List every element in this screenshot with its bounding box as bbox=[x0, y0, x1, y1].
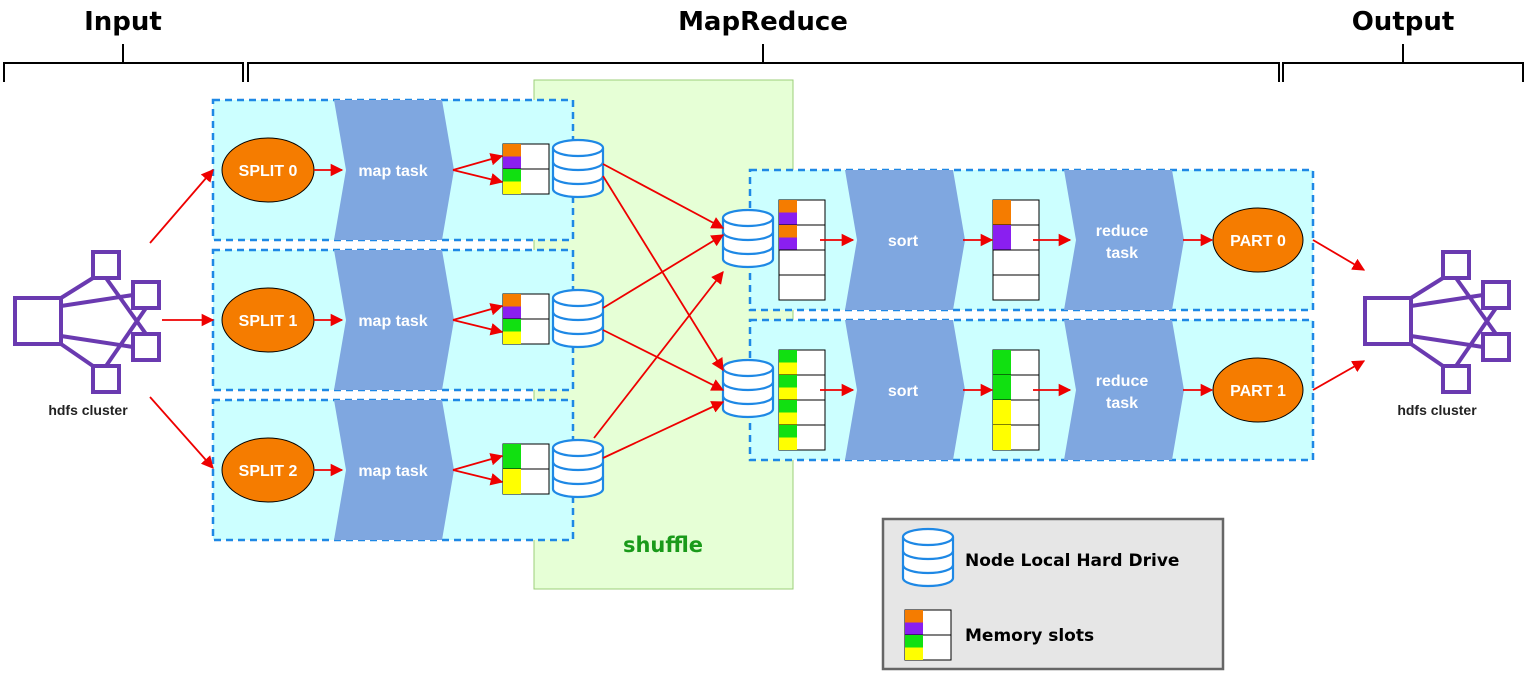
flow-arrow bbox=[452, 169, 504, 186]
map-memory-slots-0 bbox=[502, 143, 550, 195]
map-drive-2 bbox=[551, 438, 605, 499]
reduce-input-slots-0 bbox=[778, 199, 826, 301]
flow-arrows bbox=[149, 153, 1366, 486]
flow-arrow bbox=[602, 163, 725, 229]
flow-arrow bbox=[149, 396, 214, 469]
legend-memory-icon bbox=[904, 609, 952, 661]
reduce-task-shape-0 bbox=[1064, 170, 1184, 310]
input-header: Input bbox=[84, 7, 162, 37]
part-label-0: PART 0 bbox=[1230, 233, 1286, 250]
hdfs-input-icon bbox=[13, 250, 161, 394]
reduce-drive-1 bbox=[721, 358, 775, 419]
map-drive-0 bbox=[551, 138, 605, 199]
sort-shape-0 bbox=[845, 170, 965, 310]
flow-arrow bbox=[452, 303, 504, 321]
map-task-shape-1 bbox=[334, 250, 454, 390]
flow-arrow bbox=[1312, 239, 1366, 271]
reduce-drive-0 bbox=[721, 208, 775, 269]
map-memory-slots-2 bbox=[502, 443, 550, 495]
output-header: Output bbox=[1352, 7, 1455, 37]
flow-arrow bbox=[452, 469, 504, 486]
map-task-label-2: map task bbox=[358, 463, 427, 480]
map-task-shape-0 bbox=[334, 100, 454, 240]
flow-arrow bbox=[452, 153, 504, 171]
split-label-1: SPLIT 1 bbox=[239, 313, 298, 330]
split-label-0: SPLIT 0 bbox=[239, 163, 298, 180]
map-drive-1 bbox=[551, 288, 605, 349]
mapreduce-header: MapReduce bbox=[678, 7, 848, 37]
reduce-label-line2-0: task bbox=[1106, 245, 1138, 262]
hdfs-output-icon bbox=[1363, 250, 1511, 394]
legend-drive-icon bbox=[901, 527, 955, 588]
hdfs-input-label: hdfs cluster bbox=[48, 402, 128, 418]
reduce-label-line1-1: reduce bbox=[1096, 373, 1149, 390]
legend-memory-slots bbox=[904, 609, 952, 661]
hdfs-output-label: hdfs cluster bbox=[1397, 402, 1477, 418]
flow-arrow bbox=[149, 169, 214, 244]
map-task-label-1: map task bbox=[358, 313, 427, 330]
flow-arrow bbox=[602, 401, 725, 459]
sort-label-1: sort bbox=[888, 383, 919, 400]
flow-arrow bbox=[602, 175, 724, 372]
sort-shape-1 bbox=[845, 320, 965, 460]
legend-memory-label: Memory slots bbox=[965, 626, 1094, 646]
split-label-2: SPLIT 2 bbox=[239, 463, 298, 480]
map-memory-slots-1 bbox=[502, 293, 550, 345]
header-brackets bbox=[3, 44, 1524, 82]
reduce-sorted-slots-1 bbox=[992, 349, 1040, 451]
flow-arrow bbox=[602, 234, 725, 309]
map-task-label-0: map task bbox=[358, 163, 427, 180]
flow-arrow bbox=[593, 271, 724, 439]
shuffle-label: shuffle bbox=[623, 533, 703, 557]
flow-arrow bbox=[1312, 360, 1366, 391]
flow-arrow bbox=[452, 319, 504, 336]
legend: Node Local Hard Drive Memory slots bbox=[881, 517, 1225, 671]
reduce-task-shape-1 bbox=[1064, 320, 1184, 460]
sort-label-0: sort bbox=[888, 233, 919, 250]
reduce-input-slots-1 bbox=[778, 349, 826, 451]
legend-drive-label: Node Local Hard Drive bbox=[965, 551, 1179, 571]
reduce-sorted-slots-0 bbox=[992, 199, 1040, 301]
flow-arrow bbox=[602, 329, 725, 391]
map-task-shape-2 bbox=[334, 400, 454, 540]
flow-arrow bbox=[452, 453, 504, 471]
reduce-label-line2-1: task bbox=[1106, 395, 1138, 412]
part-label-1: PART 1 bbox=[1230, 383, 1286, 400]
reduce-label-line1-0: reduce bbox=[1096, 223, 1149, 240]
